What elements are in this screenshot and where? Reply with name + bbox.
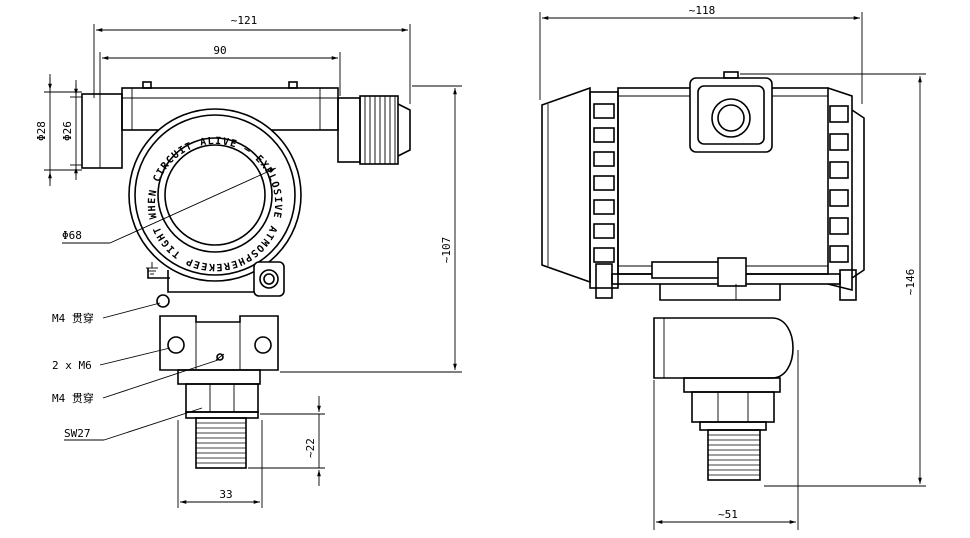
svg-text:~118: ~118 [689,4,716,17]
cable-gland [337,95,411,165]
side-bracket [595,257,857,301]
svg-text:M4 贯穿: M4 贯穿 [52,391,94,405]
callout-sw27: SW27 [64,407,203,441]
side-view: ~118 ~146 ~51 [539,4,926,530]
svg-text:Φ28: Φ28 [35,121,48,141]
front-thread [195,417,247,469]
svg-text:Φ26: Φ26 [61,121,74,141]
svg-text:~22: ~22 [304,438,317,458]
dim-side-overall-width: ~118 [539,4,863,104]
svg-text:~121: ~121 [231,14,258,27]
dim-front-phi26: Φ26 [61,80,82,180]
callout-m4-top: M4 贯穿 [52,302,161,325]
dim-side-overall-height: ~146 [740,73,926,487]
dim-front-overall-width: ~121 [93,14,411,104]
svg-text:~146: ~146 [904,269,917,296]
side-fins-left [589,91,619,289]
svg-text:~51: ~51 [718,508,738,521]
side-glass-cover [541,86,591,284]
side-top-boss [689,71,773,153]
front-neck [146,261,285,308]
dim-front-height: ~107 [280,85,462,373]
side-lower-body [653,317,794,393]
front-left-cap [81,93,123,169]
front-lower-body [159,315,279,385]
callout-m6: 2 x M6 [52,347,171,372]
dim-front-thread-length: ~22 [248,396,325,486]
side-fins-right [827,87,865,292]
callout-m4-bottom: M4 贯穿 [52,359,219,405]
svg-text:~107: ~107 [440,237,453,264]
svg-text:SW27: SW27 [64,427,91,440]
svg-text:2 x M6: 2 x M6 [52,359,92,372]
dim-front-housing-width: 90 [99,44,341,96]
svg-text:Φ68: Φ68 [62,229,82,242]
dim-front-phi28: Φ28 [35,74,82,186]
svg-text:90: 90 [213,44,226,57]
side-thread [707,429,761,481]
svg-text:33: 33 [219,488,232,501]
front-view: KEEP TIGHT WHEN CIRCUIT ALIVE — EXPLOSIV… [0,0,462,508]
front-hex-nut [185,383,259,419]
dim-front-phi68: Φ68 [62,167,277,244]
side-hex-nut [691,391,775,431]
svg-text:M4 贯穿: M4 贯穿 [52,311,94,325]
dim-front-hex-width: 33 [177,420,263,508]
dim-side-bottom-width: ~51 [653,350,799,530]
